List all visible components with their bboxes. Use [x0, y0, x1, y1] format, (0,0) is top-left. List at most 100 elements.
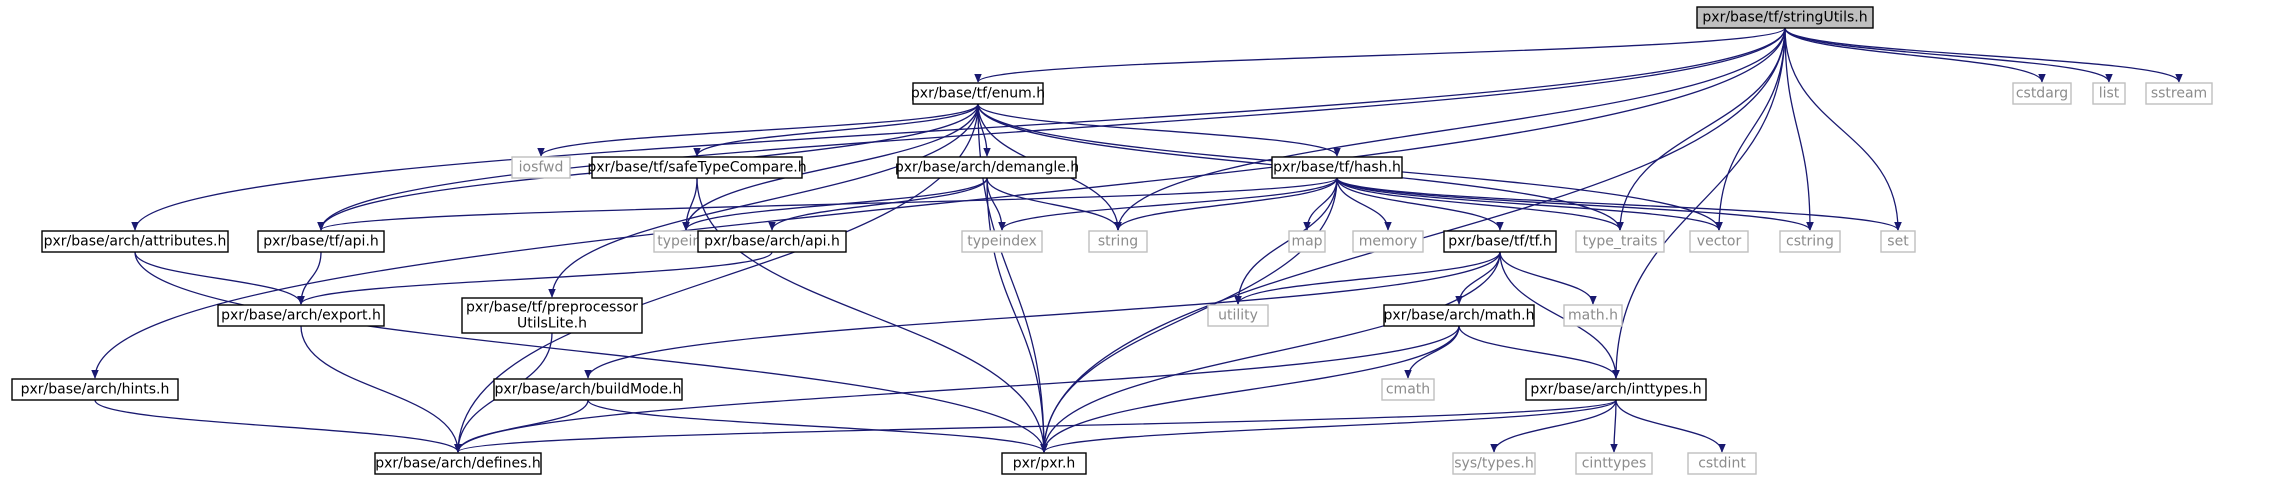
edge-safeTypeCompare-to-pxr — [696, 177, 1048, 453]
node-box — [912, 82, 1044, 105]
node-label: pxr/base/tf/api.h — [263, 234, 379, 250]
node-label: pxr/base/tf/tf.h — [1448, 234, 1552, 250]
node-box — [374, 452, 542, 475]
edge-inttypes-to-cstdint — [1615, 399, 1726, 453]
node-label: pxr/base/arch/inttypes.h — [1530, 382, 1701, 398]
node-box — [1352, 230, 1424, 253]
edge-stringUtils-to-type_traits — [1616, 27, 1786, 231]
node-box — [2012, 82, 2072, 105]
node-label: pxr/base/arch/math.h — [1384, 308, 1535, 324]
node-vector: vector — [1689, 230, 1749, 253]
edge-hash-to-typeindex — [998, 177, 1338, 231]
node-label: pxr/base/arch/export.h — [221, 308, 381, 324]
node-export[interactable]: pxr/base/arch/export.h — [217, 304, 385, 327]
edge-stringUtils-to-set — [1784, 27, 1902, 231]
node-archapi[interactable]: pxr/base/arch/api.h — [697, 230, 847, 253]
node-list: list — [2092, 82, 2126, 105]
edge-enum-to-iosfwd — [537, 103, 979, 157]
node-box — [1880, 230, 1916, 253]
node-string: string — [1088, 230, 1148, 253]
edge-enum-to-hash — [977, 103, 1341, 157]
edge-attributes-to-pxr — [134, 251, 1048, 453]
node-cmath: cmath — [1381, 378, 1435, 401]
node-buildMode[interactable]: pxr/base/arch/buildMode.h — [493, 378, 683, 401]
node-box — [1563, 304, 1623, 327]
node-label: set — [1887, 234, 1909, 250]
edge-inttypes-to-cinttypes — [1610, 399, 1618, 453]
edge-stringUtils-to-tfapi — [317, 27, 1786, 231]
node-box — [461, 297, 643, 334]
node-tfapi[interactable]: pxr/base/tf/api.h — [257, 230, 385, 253]
edge-buildMode-to-pxr — [587, 399, 1048, 453]
edge-archmath-to-pxr — [1040, 325, 1460, 453]
node-tfh[interactable]: pxr/base/tf/tf.h — [1443, 230, 1557, 253]
edge-stringUtils-to-string — [1114, 27, 1786, 231]
node-archmath[interactable]: pxr/base/arch/math.h — [1383, 304, 1535, 327]
node-attributes[interactable]: pxr/base/arch/attributes.h — [41, 230, 229, 253]
edge-enum-to-preprocessor — [548, 103, 979, 298]
node-box — [1696, 6, 1874, 29]
node-label: math.h — [1568, 308, 1618, 324]
node-pxr[interactable]: pxr/pxr.h — [1001, 452, 1087, 475]
node-label: cstring — [1786, 234, 1834, 250]
node-cstring: cstring — [1779, 230, 1841, 253]
node-demangle[interactable]: pxr/base/arch/demangle.h — [895, 156, 1079, 179]
node-label: vector — [1697, 234, 1742, 250]
node-inttypes[interactable]: pxr/base/arch/inttypes.h — [1525, 378, 1707, 401]
node-box — [1001, 452, 1087, 475]
node-box — [697, 230, 847, 253]
edge-inttypes-to-defines — [454, 399, 1617, 453]
edge-tfh-to-mathh — [1499, 251, 1597, 305]
node-defines[interactable]: pxr/base/arch/defines.h — [374, 452, 542, 475]
edge-hash-to-tfapi — [317, 177, 1338, 231]
node-sstream: sstream — [2145, 82, 2213, 105]
edge-hash-to-vector — [1336, 177, 1723, 231]
node-label: type_traits — [1583, 234, 1658, 250]
node-label: pxr/base/arch/demangle.h — [895, 160, 1079, 176]
node-label: cstdarg — [2016, 86, 2068, 102]
edge-stringUtils-to-hints — [91, 27, 1786, 379]
node-label: typeindex — [967, 234, 1037, 250]
edge-hash-to-cstring — [1336, 177, 1814, 231]
nodes-layer: pxr/base/tf/stringUtils.h pxr/base/tf/enu… — [11, 6, 2213, 475]
edge-buildMode-to-defines — [454, 399, 589, 453]
node-box — [1452, 452, 1536, 475]
edge-enum-to-pxr — [977, 103, 1048, 453]
node-box — [493, 378, 683, 401]
node-enum[interactable]: pxr/base/tf/enum.h — [911, 82, 1045, 105]
node-systypes: sys/types.h — [1452, 452, 1536, 475]
node-label: pxr/base/tf/safeTypeCompare.h — [587, 160, 806, 176]
edge-stringUtils-to-sstream — [1784, 27, 2183, 83]
edge-tfh-to-archmath — [1455, 251, 1501, 305]
node-hints[interactable]: pxr/base/arch/hints.h — [11, 378, 179, 401]
node-utility: utility — [1207, 304, 1269, 327]
node-memory: memory — [1352, 230, 1424, 253]
node-label: pxr/base/tf/stringUtils.h — [1702, 10, 1867, 26]
node-box — [1381, 378, 1435, 401]
node-set: set — [1880, 230, 1916, 253]
node-label: pxr/pxr.h — [1013, 456, 1076, 472]
edge-export-to-defines — [300, 325, 462, 453]
node-label: iosfwd — [519, 160, 564, 176]
node-label: cinttypes — [1582, 456, 1647, 472]
node-label: pxr/base/tf/preprocessor — [466, 300, 638, 316]
node-label: pxr/base/tf/enum.h — [911, 86, 1045, 102]
edge-tfh-to-inttypes — [1499, 251, 1620, 379]
node-safeTypeCompare[interactable]: pxr/base/tf/safeTypeCompare.h — [587, 156, 807, 179]
edge-enum-to-safeTypeCompare — [693, 103, 979, 157]
edge-hash-to-pxr — [1040, 177, 1338, 453]
node-box — [1575, 230, 1665, 253]
node-hash[interactable]: pxr/base/tf/hash.h — [1271, 156, 1403, 179]
node-label: sstream — [2151, 86, 2207, 102]
node-label: cstdint — [1698, 456, 1746, 472]
node-box — [1288, 230, 1326, 253]
edge-stringUtils-to-inttypes — [1612, 27, 1786, 379]
node-stringUtils[interactable]: pxr/base/tf/stringUtils.h — [1696, 6, 1874, 29]
edge-tfh-to-utility — [1234, 251, 1501, 305]
edge-hints-to-defines — [94, 399, 462, 453]
node-box — [1443, 230, 1557, 253]
edge-hash-to-set — [1336, 177, 1902, 231]
edge-hash-to-tfh — [1336, 177, 1504, 231]
